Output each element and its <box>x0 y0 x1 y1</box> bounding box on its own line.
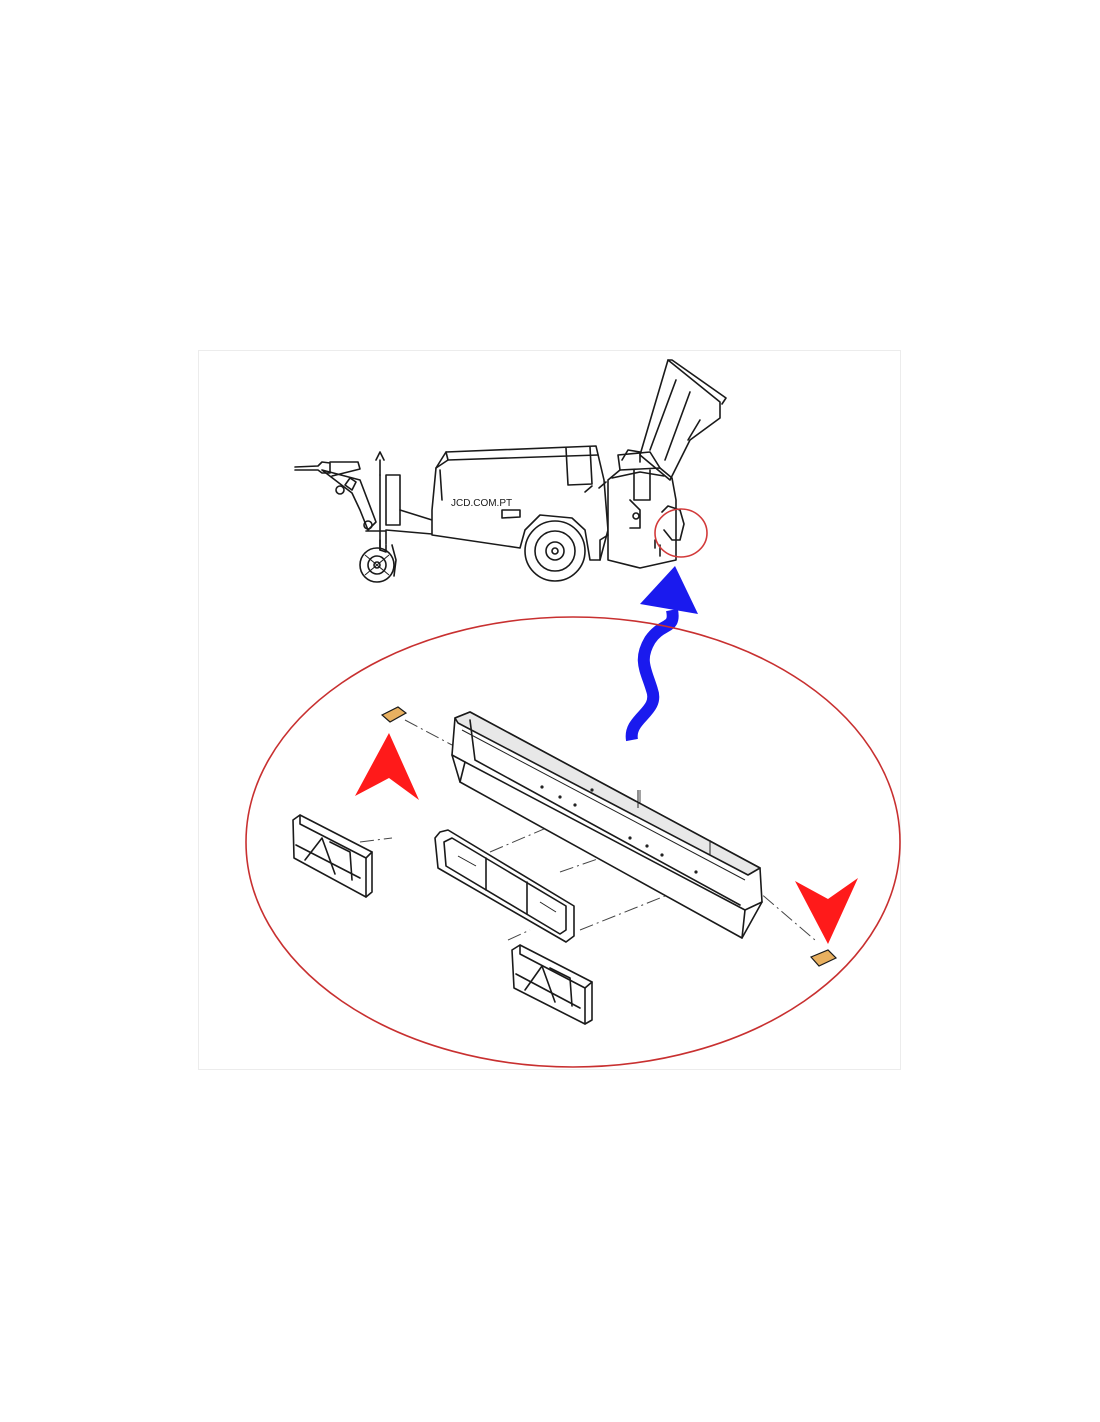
highlight-red-circle-icon <box>654 508 708 558</box>
right-amber-reflector <box>809 949 838 967</box>
blue-wavy-arrow-icon <box>625 566 698 742</box>
left-amber-reflector <box>380 706 408 723</box>
exploded-light-bar-assembly <box>292 706 838 1025</box>
jockey-wheel <box>359 539 397 583</box>
trailer-wheel <box>524 520 586 582</box>
rear-hopper-unit <box>599 359 727 569</box>
light-bar-housing <box>451 711 763 939</box>
left-tail-lamp <box>292 814 373 898</box>
machine-body: JCD.COM.PT <box>431 445 609 561</box>
trailer-machine-illustration: JCD.COM.PT <box>294 359 727 583</box>
machine-body-text: JCD.COM.PT <box>451 498 512 509</box>
right-red-pointer-arrow-icon <box>795 878 858 944</box>
callout-red-ellipse <box>245 616 901 1068</box>
tow-hitch <box>294 451 433 551</box>
left-red-pointer-arrow-icon <box>355 733 419 800</box>
diagram-frame <box>198 350 901 1070</box>
right-tail-lamp <box>511 944 593 1025</box>
number-plate-bracket <box>434 829 575 943</box>
